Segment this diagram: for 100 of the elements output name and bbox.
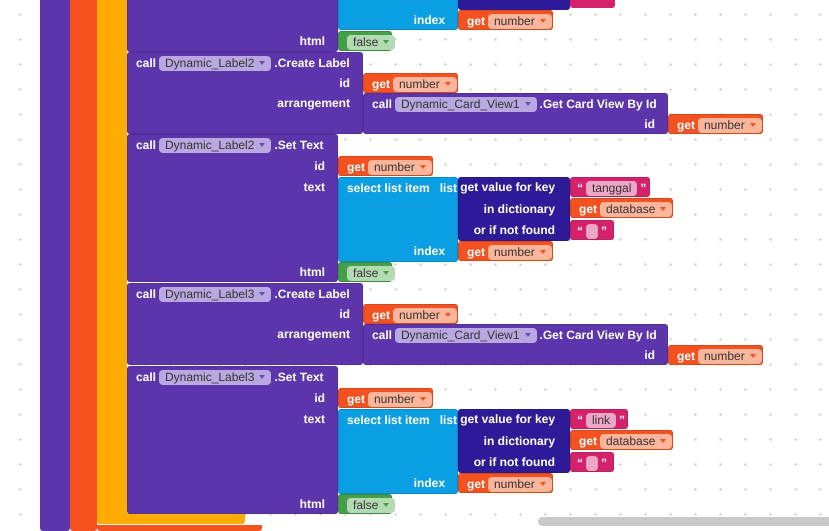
block-label: .Get Card View By Id (540, 97, 657, 111)
dropdown-field: number (698, 348, 762, 364)
block-label: get (467, 477, 485, 491)
block-label: get (579, 434, 597, 448)
dropdown-field: number (393, 308, 457, 322)
block-label: .Set Text (274, 138, 324, 152)
quote-mark: ” (601, 456, 607, 470)
block-label: get (467, 14, 485, 28)
text-block (570, 452, 614, 472)
block-label: call (136, 56, 156, 70)
variable-getter-block (668, 345, 763, 365)
list-item-block (338, 0, 458, 30)
dropdown-field: number (368, 392, 432, 406)
variable-getter-block (458, 241, 553, 261)
block-label: call (372, 97, 392, 111)
block-label: call (136, 370, 156, 384)
text-block (570, 220, 614, 240)
variable-getter-block (570, 430, 673, 450)
dropdown-field: Dynamic_Label3 (159, 370, 272, 384)
block-label: list (440, 181, 458, 195)
variable-getter-block (338, 156, 433, 176)
text-block (570, 177, 650, 197)
dropdown-field: Dynamic_Card_View1 (395, 96, 537, 112)
block-label: get (677, 118, 695, 132)
variable-getter-block (363, 73, 458, 93)
text-block (570, 409, 628, 429)
block-label: select list item (347, 413, 430, 427)
block-label: get (372, 77, 390, 91)
boolean-block (338, 494, 392, 514)
socket-label: get value for key (460, 411, 555, 428)
socket-label: text (304, 179, 325, 196)
quote-mark: “ (577, 224, 583, 238)
block-label: .Get Card View By Id (540, 328, 657, 342)
socket-label: or if not found (474, 454, 555, 471)
block-label: call (372, 328, 392, 342)
dropdown-field: number (393, 76, 457, 92)
block-label: get (347, 160, 365, 174)
socket-label: html (300, 496, 325, 513)
text-field: link (586, 412, 616, 428)
quote-mark: “ (577, 456, 583, 470)
method-call-block (127, 134, 338, 282)
method-call-block (363, 324, 668, 365)
block-label: get (347, 392, 365, 406)
block-label: .Create Label (274, 287, 350, 301)
boolean-block (338, 262, 392, 282)
variable-getter-block (338, 388, 433, 408)
quote-mark: ” (619, 413, 626, 427)
socket-label: in dictionary (484, 433, 555, 450)
socket-label: id (644, 116, 655, 133)
socket-label: id (314, 390, 325, 407)
quote-mark: ” (601, 224, 607, 238)
dictionary-lookup-block (458, 409, 570, 473)
block-label: select list item (347, 181, 430, 195)
dictionary-lookup-block (458, 177, 570, 241)
socket-label: id (339, 75, 350, 92)
socket-label: text (304, 411, 325, 428)
quote-mark: “ (577, 181, 583, 195)
dropdown-field: number (488, 476, 552, 492)
dropdown-field: false (347, 266, 396, 280)
variable-getter-block (458, 10, 553, 30)
socket-label: id (314, 158, 325, 175)
block-label: call (136, 138, 156, 152)
variable-getter-block (668, 114, 763, 134)
list-item-block (338, 409, 458, 494)
socket-label: index (414, 475, 445, 492)
socket-label: get value for key (460, 179, 555, 196)
dropdown-field: number (488, 14, 552, 28)
block-label: get (372, 308, 390, 322)
variable-getter-block (363, 304, 458, 324)
block-label: get (677, 349, 695, 363)
dropdown-field: number (368, 160, 432, 174)
socket-label: in dictionary (484, 201, 555, 218)
list-item-block (338, 177, 458, 262)
quote-mark: ” (640, 181, 646, 195)
block-label: list (440, 413, 458, 427)
dropdown-field: Dynamic_Label3 (159, 286, 272, 302)
dropdown-field: false (347, 498, 396, 512)
variable-getter-block (570, 198, 673, 218)
socket-label: arrangement (277, 95, 350, 112)
socket-label: id (339, 306, 350, 323)
socket-label: id (644, 347, 655, 364)
socket-label: index (414, 12, 445, 29)
method-call-block (127, 283, 363, 365)
dropdown-field: Dynamic_Label2 (159, 138, 272, 152)
dropdown-field: number (698, 118, 762, 132)
block-label: call (136, 287, 156, 301)
socket-label: index (414, 243, 445, 260)
boolean-block (338, 31, 392, 51)
dropdown-field: Dynamic_Label2 (159, 56, 272, 70)
socket-label: html (300, 33, 325, 50)
dropdown-field: database (600, 434, 672, 448)
socket-label: or if not found (474, 222, 555, 239)
block-label: get (467, 245, 485, 259)
variable-getter-block (458, 473, 553, 493)
method-call-block (127, 0, 338, 52)
method-call-block (127, 52, 363, 134)
dropdown-field: database (600, 202, 672, 216)
block-label: .Create Label (274, 56, 350, 70)
socket-label: arrangement (277, 326, 350, 343)
method-call-block (363, 93, 668, 134)
